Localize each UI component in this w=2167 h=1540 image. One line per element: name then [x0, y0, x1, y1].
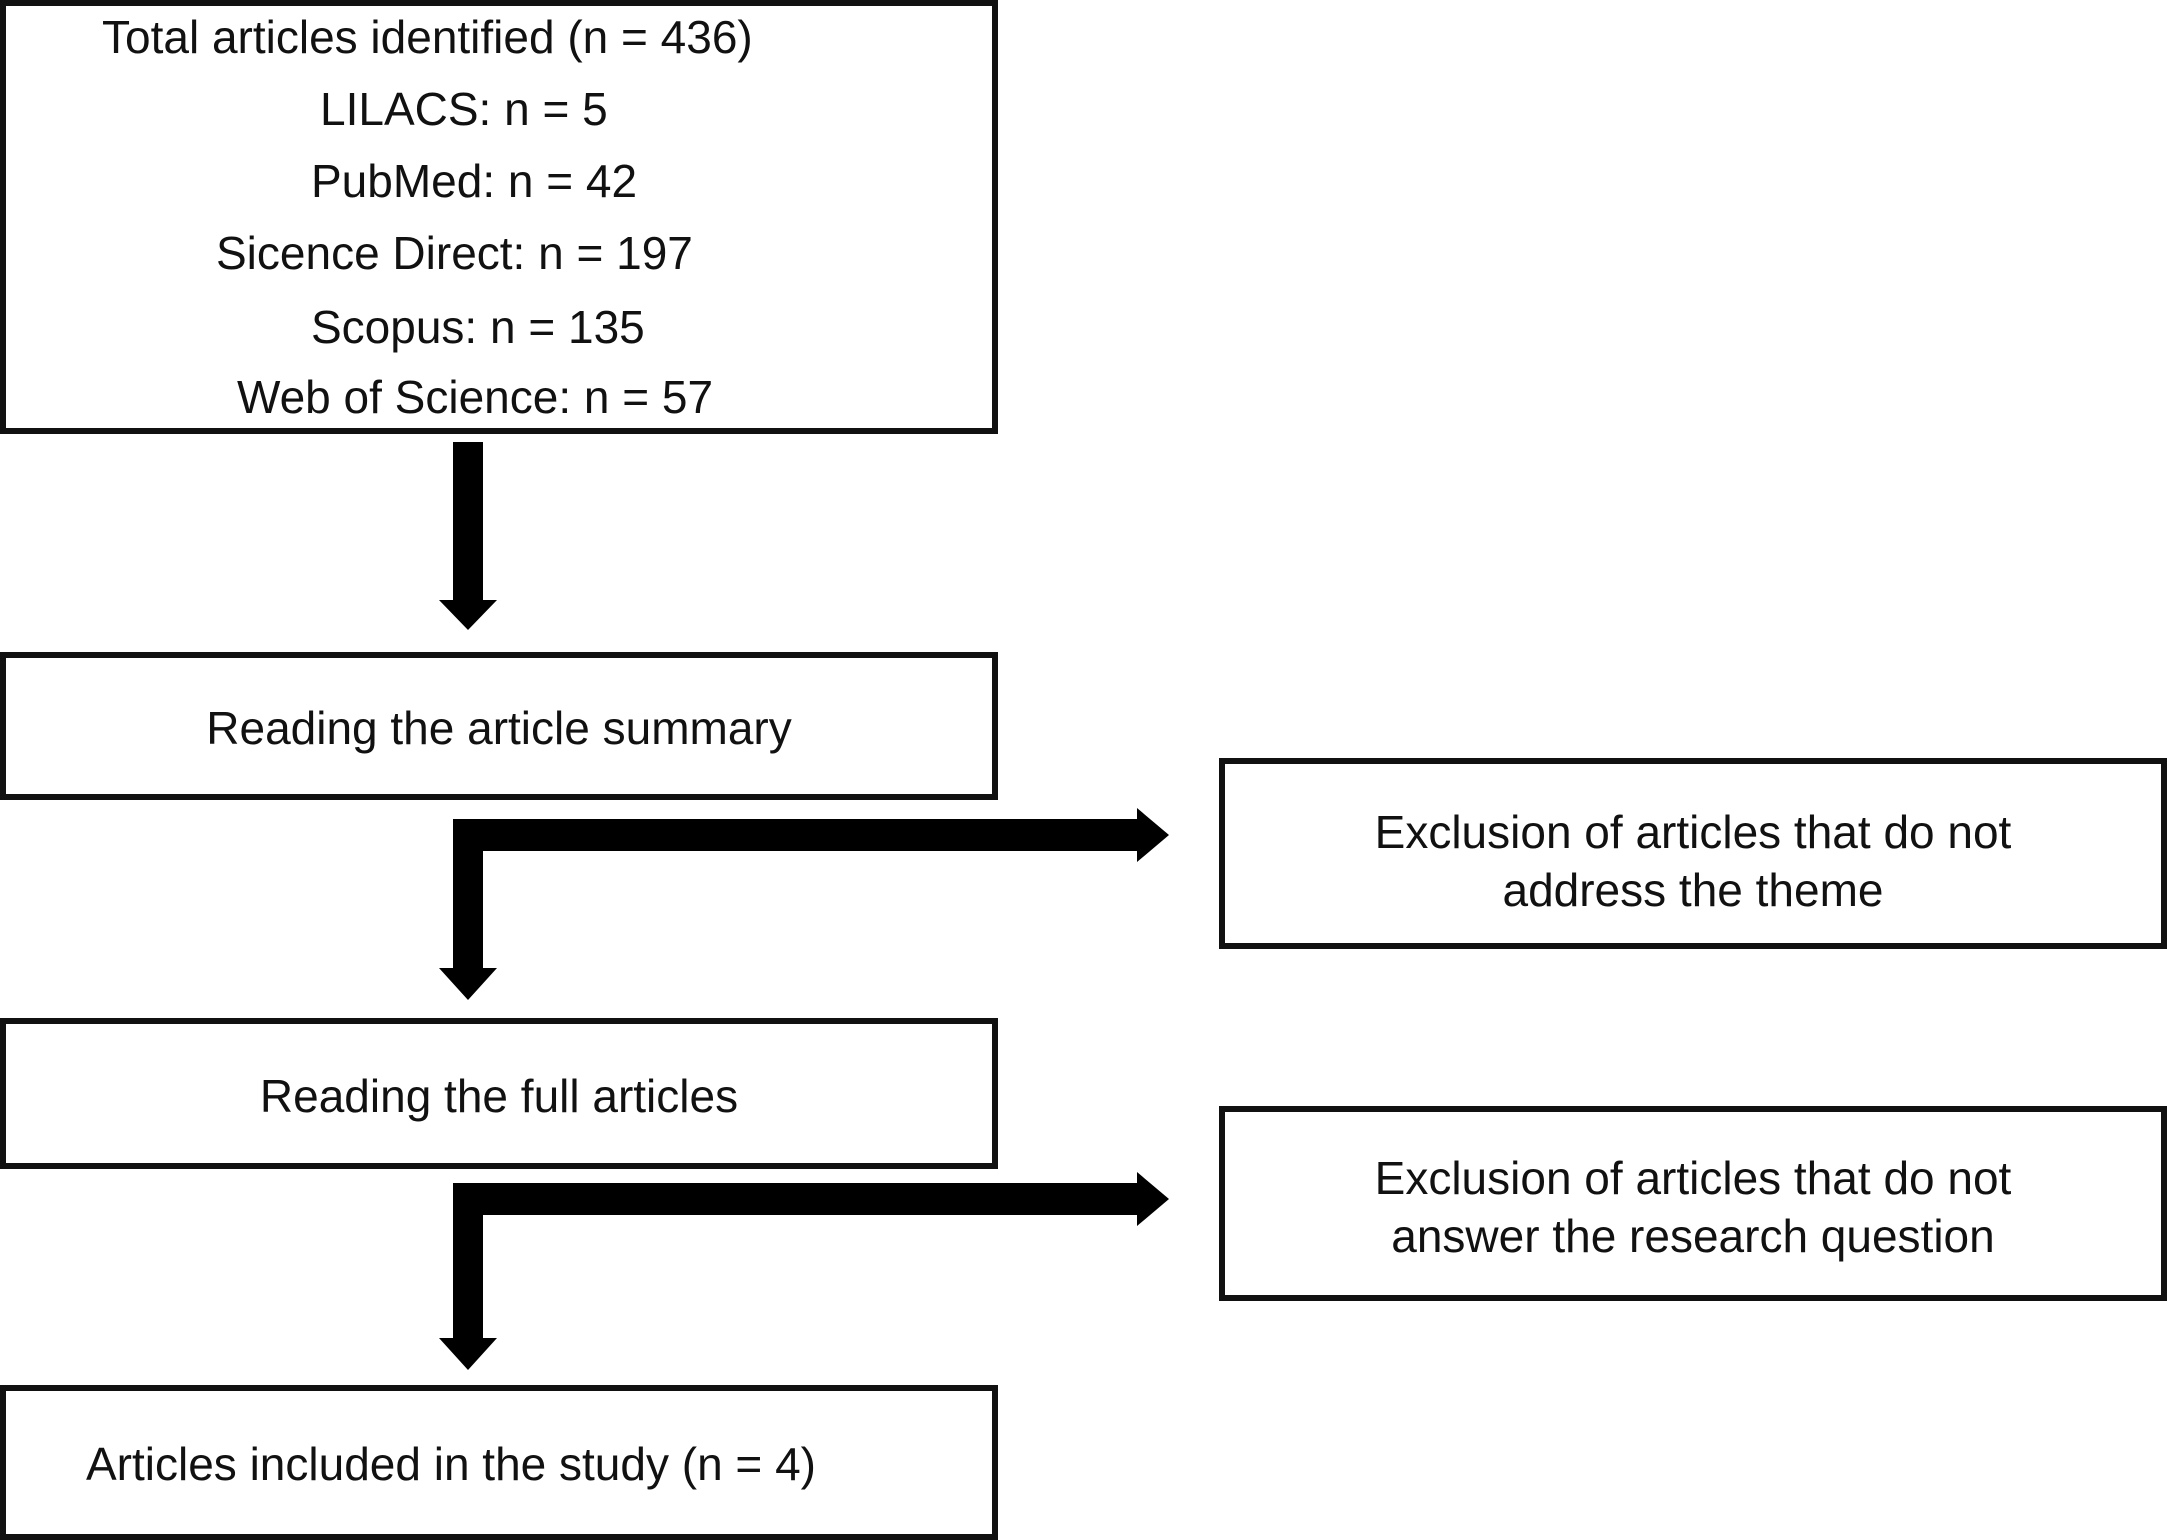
source-web-of-science: Web of Science: n = 57: [237, 371, 714, 423]
identification-box: [0, 0, 998, 434]
exclusion-box-1: Exclusion of articles that do not addres…: [1219, 758, 2167, 949]
exclusion-2-line-1: Exclusion of articles that do not: [1374, 1152, 2012, 1204]
full-text-label: Reading the full articles: [259, 1070, 739, 1122]
source-lilacs: LILACS: n = 5: [320, 83, 608, 135]
screening-box: Reading the article summary: [0, 652, 998, 800]
included-box: Articles included in the study (n = 4): [0, 1385, 998, 1540]
exclusion-2-line-2: answer the research question: [1391, 1210, 1995, 1262]
source-pubmed: PubMed: n = 42: [311, 155, 638, 207]
arrow-down-1: [439, 442, 497, 630]
arrow-branch-2: [439, 1172, 1169, 1370]
included-label: Articles included in the study (n = 4): [86, 1438, 816, 1490]
arrow-branch-1: [439, 808, 1169, 1000]
exclusion-1-line-1: Exclusion of articles that do not: [1374, 806, 2012, 858]
source-science-direct: Sicence Direct: n = 197: [216, 227, 693, 279]
source-scopus: Scopus: n = 135: [311, 301, 645, 353]
identification-title: Total articles identified (n = 436): [102, 11, 753, 63]
full-text-box: Reading the full articles: [0, 1018, 998, 1169]
exclusion-1-line-2: address the theme: [1502, 864, 1884, 916]
screening-label: Reading the article summary: [206, 702, 792, 754]
exclusion-box-2: Exclusion of articles that do not answer…: [1219, 1106, 2167, 1301]
